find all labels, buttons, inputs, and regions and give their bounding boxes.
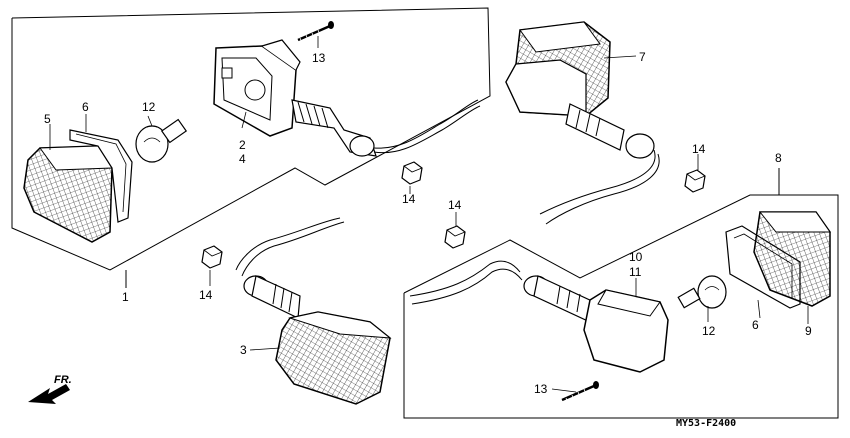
- callout-6-lower: 6: [752, 318, 759, 332]
- group-boundary-left: [11, 7, 491, 271]
- bulb-12-lower: [677, 275, 727, 309]
- callout-14-d: 14: [692, 142, 706, 156]
- callout-6-upper: 6: [82, 100, 89, 114]
- nut-14-c: [444, 225, 466, 249]
- callout-13-upper: 13: [312, 51, 326, 65]
- callout-3: 3: [240, 343, 247, 357]
- group-boundary-right: [403, 194, 839, 419]
- callout-8: 8: [775, 151, 782, 165]
- callout-12-upper: 12: [142, 100, 156, 114]
- callout-9: 9: [805, 324, 812, 338]
- callout-14-b: 14: [199, 288, 213, 302]
- nut-14-d: [684, 169, 706, 193]
- housing-10-11: [409, 260, 669, 373]
- callout-10: 10: [629, 250, 643, 264]
- lens-5: [23, 145, 113, 243]
- arrow-front-icon: [28, 384, 70, 404]
- indicator-3: [235, 217, 392, 405]
- callout-14-a: 14: [402, 192, 416, 206]
- housing-2-4: [213, 39, 481, 157]
- nut-14-a: [401, 161, 423, 185]
- callout-11: 11: [629, 265, 642, 279]
- lens-9: [753, 211, 831, 307]
- diagram-code: MY53-F2400: [676, 418, 737, 429]
- callout-5: 5: [44, 112, 51, 126]
- callout-12-lower: 12: [702, 324, 716, 338]
- bulb-12-upper: [135, 118, 188, 163]
- gasket-6: [69, 129, 133, 223]
- screw-13-lower: [561, 381, 599, 404]
- callout-14-c: 14: [448, 198, 462, 212]
- callout-7: 7: [639, 50, 646, 64]
- callout-13-lower: 13: [534, 382, 548, 396]
- indicator-7: [505, 21, 660, 225]
- callout-1: 1: [122, 290, 129, 304]
- callout-2: 2: [239, 138, 246, 152]
- callout-4: 4: [239, 152, 246, 166]
- front-label: FR.: [54, 374, 72, 386]
- screw-13-upper: [297, 21, 334, 44]
- nut-14-b: [201, 245, 223, 269]
